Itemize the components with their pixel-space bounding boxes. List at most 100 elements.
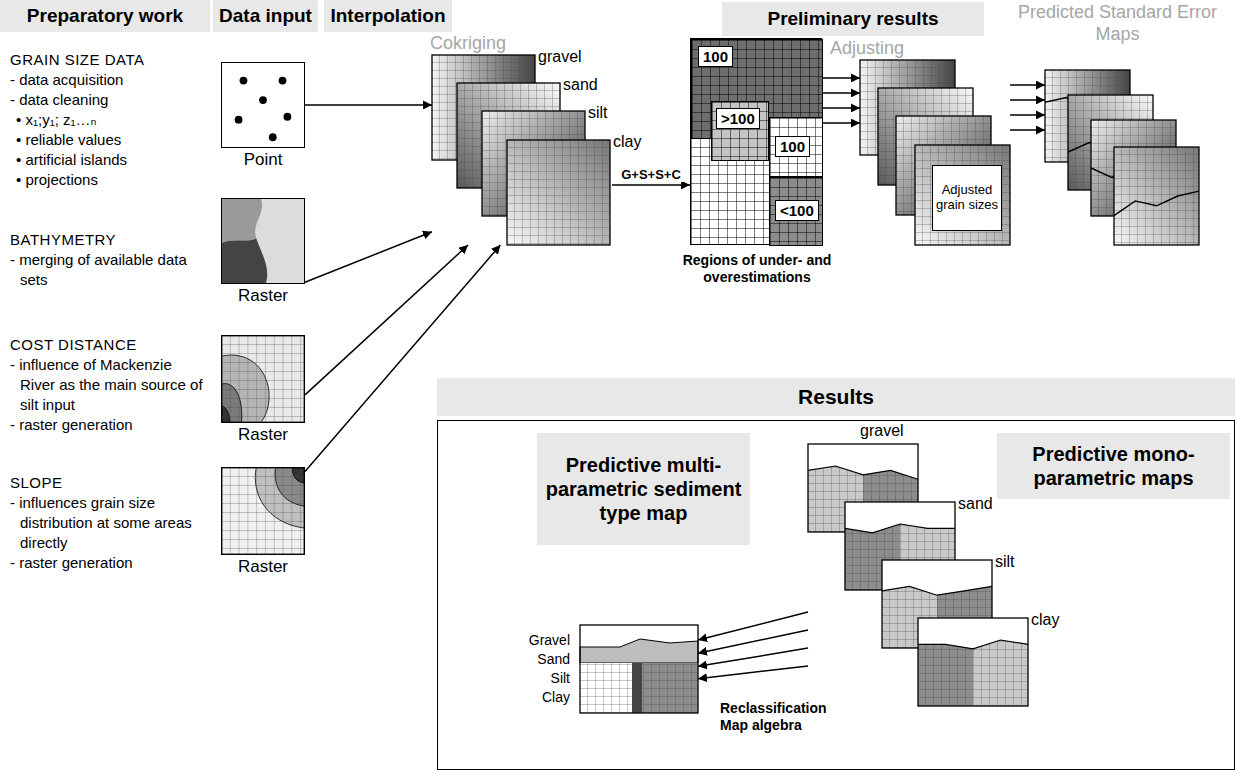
sample-point [235, 116, 243, 124]
result-heading-box: Predictive multi-parametric sediment typ… [537, 433, 750, 545]
stack-label: silt [995, 554, 1015, 570]
column-header: Interpolation [324, 0, 452, 32]
drawing-part [222, 468, 304, 554]
stack-label: clay [1031, 612, 1059, 628]
adjusted-box: Adjusted grain sizes [932, 165, 1002, 231]
drawing-part [222, 238, 267, 283]
drawing-part [222, 199, 304, 283]
flow-arrow [698, 630, 808, 653]
drawing-part [1114, 147, 1199, 245]
note-text: - data cleaning [10, 90, 210, 110]
section-heading: COST DISTANCE [10, 335, 210, 355]
cokriging-stack: Cokriginggravelsandsiltclay [432, 55, 612, 245]
stack-label: sand [958, 496, 993, 512]
flow-arrow [1010, 99, 1045, 101]
node-text: Raster [212, 425, 314, 445]
sample-point [279, 77, 287, 85]
adjusting-stack: AdjustingAdjusted grain sizes [860, 60, 1010, 245]
note-text: - raster generation [10, 553, 210, 573]
region-value: 100 [775, 136, 810, 157]
raster-panel: Raster [221, 198, 305, 284]
node-text: Preliminary results [767, 8, 938, 30]
flow-arrow [698, 648, 808, 666]
drawing-part [808, 466, 918, 479]
drawing-part [507, 140, 610, 245]
section-heading: BATHYMETRY [10, 230, 210, 250]
node-text: Raster [212, 286, 314, 306]
flow-arrow [305, 245, 500, 471]
drawing-part [1114, 191, 1199, 216]
node-text: Results [437, 378, 1235, 416]
sample-point [259, 96, 267, 104]
drawing-part [222, 468, 304, 554]
drawing-part [915, 145, 1010, 245]
flow-arrow [822, 122, 860, 124]
flow-arrow [822, 92, 860, 94]
input-icon [222, 63, 304, 147]
note-text: - influence of Mackenzie River as the ma… [10, 355, 210, 415]
stack-label: clay [613, 134, 641, 150]
mono-map-stack: gravelsandsiltclay [808, 444, 1028, 706]
stack-label: gravel [538, 49, 582, 65]
drawing-part [915, 145, 1010, 245]
node-text: Data input [219, 5, 312, 27]
stack-label: Predicted Standard Error Maps [1010, 2, 1225, 45]
stack-label: sand [563, 77, 598, 93]
stack-label: silt [588, 105, 608, 121]
flow-arrow [1010, 114, 1045, 116]
region-cell: 100 [769, 117, 823, 177]
drawing-part [918, 640, 1028, 649]
stack-label: gravel [860, 423, 904, 439]
map-layer [915, 145, 1010, 245]
drawing-part [580, 639, 698, 663]
section-heading: GRAIN SIZE DATA [10, 50, 210, 70]
note-text: - data acquisition [10, 70, 210, 90]
node-text: Raster [212, 557, 314, 577]
region-value: 100 [698, 46, 733, 67]
node-text: Interpolation [330, 5, 445, 27]
sample-point [284, 113, 292, 121]
raster-panel: Raster [221, 467, 305, 555]
drawing-part [222, 336, 304, 422]
region-value: >100 [716, 108, 760, 129]
raster-panel: Raster [221, 335, 305, 423]
input-icon [222, 199, 304, 283]
node-text: Gravel Sand Silt Clay [529, 631, 570, 707]
note-text: • reliable values [10, 130, 210, 150]
drawing-part [918, 640, 1028, 706]
node-text: Preparatory work [27, 5, 183, 27]
note-text: • artificial islands [10, 150, 210, 170]
flow-arrow [612, 184, 690, 186]
flow-arrow [1010, 129, 1045, 131]
sediment-map-drawing [580, 625, 698, 713]
region-cell: <100 [769, 177, 823, 246]
drawing-part [507, 140, 610, 245]
drawing-part [915, 145, 1010, 245]
drawing-part [507, 140, 610, 245]
drawing-part [915, 145, 1010, 245]
sample-point [269, 133, 277, 141]
flow-arrow [698, 612, 808, 640]
column-header: Preliminary results [722, 2, 984, 36]
flow-arrow [822, 77, 860, 79]
sediment-type-map: Gravel Sand Silt Clay [580, 625, 698, 713]
drawing-part [580, 663, 698, 713]
node-text: Regions of under- and overestimations [666, 252, 848, 286]
sample-point [240, 77, 248, 85]
error-map-stack: Predicted Standard Error Maps [1045, 70, 1205, 245]
drawing-part [222, 336, 304, 422]
drawing-part [507, 140, 610, 245]
stack-label: Cokriging [430, 33, 506, 55]
flow-arrow [1010, 84, 1045, 86]
drawing-part [918, 618, 1028, 706]
note-text: • projections [10, 170, 210, 190]
stack-label: Adjusting [830, 38, 904, 60]
edge-label: G+S+S+C [619, 167, 683, 182]
point-data-panel: Point [221, 62, 305, 148]
flow-arrow [305, 104, 432, 106]
flow-arrow [305, 232, 432, 283]
process-note: Reclassification Map algebra [720, 700, 845, 734]
flow-arrow [822, 107, 860, 109]
flow-arrow [305, 245, 468, 395]
